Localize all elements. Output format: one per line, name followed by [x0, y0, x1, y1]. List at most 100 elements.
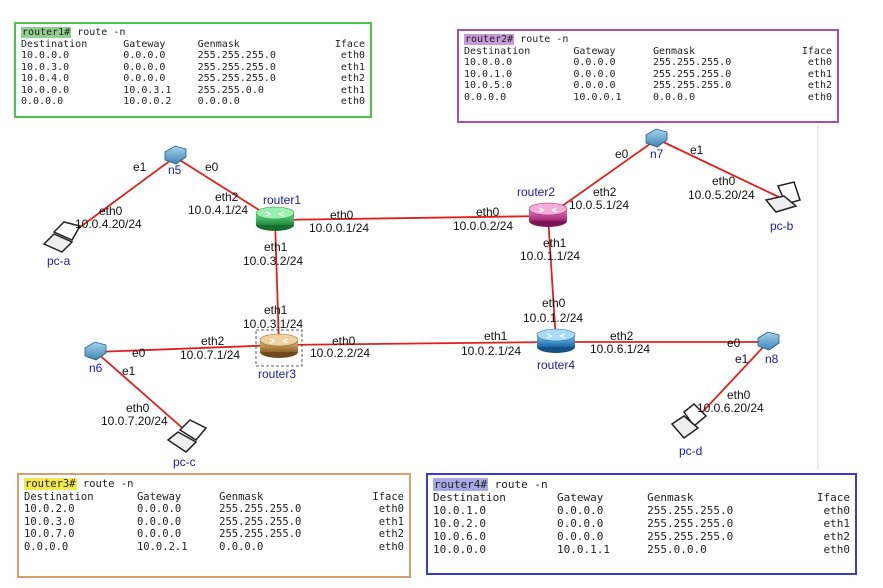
column-header: Gateway	[573, 45, 616, 57]
router-router3[interactable]: router3	[255, 329, 303, 381]
cell: eth0	[807, 91, 832, 103]
router-router2[interactable]: router2	[517, 185, 568, 227]
pc-pc-a[interactable]: pc-a	[42, 221, 82, 268]
pc-label-pc-c: pc-c	[173, 455, 196, 469]
switch-label-n8: n8	[765, 352, 779, 366]
cell: 0.0.0.0	[464, 91, 507, 103]
interface-labels: e1 e0 eth0 10.0.4.20/24 eth2 10.0.4.1/24…	[75, 143, 764, 428]
cell: 0.0.0.0	[556, 504, 604, 517]
cell: 0.0.0.0	[652, 91, 696, 103]
pc-pc-c[interactable]: pc-c	[166, 419, 208, 469]
iface-label: eth0	[126, 401, 150, 415]
switch-icon	[84, 341, 107, 361]
switch-icon	[164, 145, 187, 165]
links	[67, 138, 784, 433]
cell: 10.0.3.0	[21, 61, 70, 73]
pc-pc-b[interactable]: pc-b	[764, 181, 801, 233]
ip-label: 10.0.1.1/24	[520, 249, 580, 263]
switch-n7[interactable]: n7	[645, 128, 668, 161]
cell: eth1	[378, 515, 404, 528]
cell: 0.0.0.0	[21, 96, 64, 107]
column-header: Gateway	[136, 490, 182, 503]
iface-label: eth1	[264, 303, 288, 317]
cell: 10.0.0.1	[573, 91, 622, 103]
ip-label: 10.0.3.2/24	[243, 254, 303, 268]
cell: eth0	[823, 504, 851, 517]
router-label-router1: router1	[263, 193, 301, 207]
terminal-prompt: router3#	[24, 478, 77, 490]
cell: eth2	[823, 530, 851, 543]
ip-label: 10.0.2.1/24	[461, 344, 521, 358]
pc-pc-d[interactable]: pc-d	[670, 402, 708, 458]
cell: 255.255.0.0	[197, 84, 264, 96]
cell: 0.0.0.0	[136, 515, 182, 528]
column-header: Destination	[21, 38, 88, 50]
cell: eth2	[807, 80, 832, 91]
cell: 255.255.255.0	[652, 57, 732, 68]
cell: 10.0.0.0	[21, 50, 70, 61]
iface-label: eth0	[727, 388, 751, 402]
ip-label: 10.0.0.1/24	[309, 221, 369, 235]
terminal-command: route -n	[514, 34, 569, 45]
laptop-icon	[764, 181, 801, 213]
iface-label: e1	[735, 352, 749, 366]
link-n6-pcc	[95, 351, 188, 433]
cell: 255.255.255.0	[197, 61, 276, 73]
cell: 0.0.0.0	[573, 68, 616, 80]
terminal-command-line: router4# route -n	[433, 478, 850, 491]
table-header-row: Destination Gateway Genmask Iface	[464, 46, 832, 58]
switch-n8[interactable]: n8	[757, 331, 780, 366]
route-table-router2: router2# route -n Destination Gateway Ge…	[457, 29, 839, 123]
switch-icon	[757, 331, 780, 351]
ip-label: 10.0.5.20/24	[688, 188, 755, 202]
router-router4[interactable]: router4	[536, 328, 575, 372]
column-header: Gateway	[123, 38, 166, 50]
cell: eth1	[340, 84, 365, 96]
cell: eth0	[378, 540, 404, 553]
router-icon	[255, 206, 295, 220]
iface-label: e1	[133, 160, 147, 174]
column-header: Genmask	[652, 45, 696, 57]
iface-label: e1	[122, 364, 136, 378]
route-table: Destination Gateway Genmask Iface 10.0.1…	[433, 491, 850, 556]
cell: eth2	[378, 528, 404, 540]
iface-label: eth2	[201, 334, 225, 348]
cell: 255.255.255.0	[219, 503, 302, 515]
iface-label: eth0	[330, 208, 354, 222]
router-router1[interactable]: router1	[255, 193, 301, 231]
terminal-command: route -n	[76, 478, 134, 490]
terminal-prompt: router2#	[464, 34, 515, 45]
ip-label: 10.0.6.20/24	[697, 401, 764, 415]
iface-label: eth0	[712, 174, 736, 188]
iface-label: e0	[132, 346, 146, 360]
cell: 10.0.4.0	[21, 73, 70, 84]
column-header: Genmask	[197, 38, 240, 50]
switch-n5[interactable]: n5	[164, 145, 187, 177]
cell: 255.255.255.0	[647, 530, 734, 543]
cell: 0.0.0.0	[573, 80, 616, 91]
route-table: Destination Gateway Genmask Iface 10.0.0…	[21, 39, 365, 108]
ip-label: 10.0.2.2/24	[310, 346, 370, 360]
cell: 10.0.2.0	[24, 503, 75, 515]
terminal-command-line: router3# route -n	[24, 478, 404, 491]
switch-n6[interactable]: n6	[84, 341, 107, 375]
column-header: Destination	[433, 491, 506, 504]
ip-label: 10.0.3.1/24	[243, 317, 303, 331]
link-n5-router1	[174, 156, 276, 221]
cell: 255.255.255.0	[197, 73, 276, 84]
cell: 0.0.0.0	[123, 50, 166, 61]
cell: 255.255.255.0	[219, 515, 302, 528]
cell: eth0	[823, 543, 851, 556]
cell: 255.255.255.0	[647, 517, 734, 530]
cell: 10.0.0.0	[433, 543, 486, 556]
pc-label-pc-d: pc-d	[679, 444, 702, 458]
